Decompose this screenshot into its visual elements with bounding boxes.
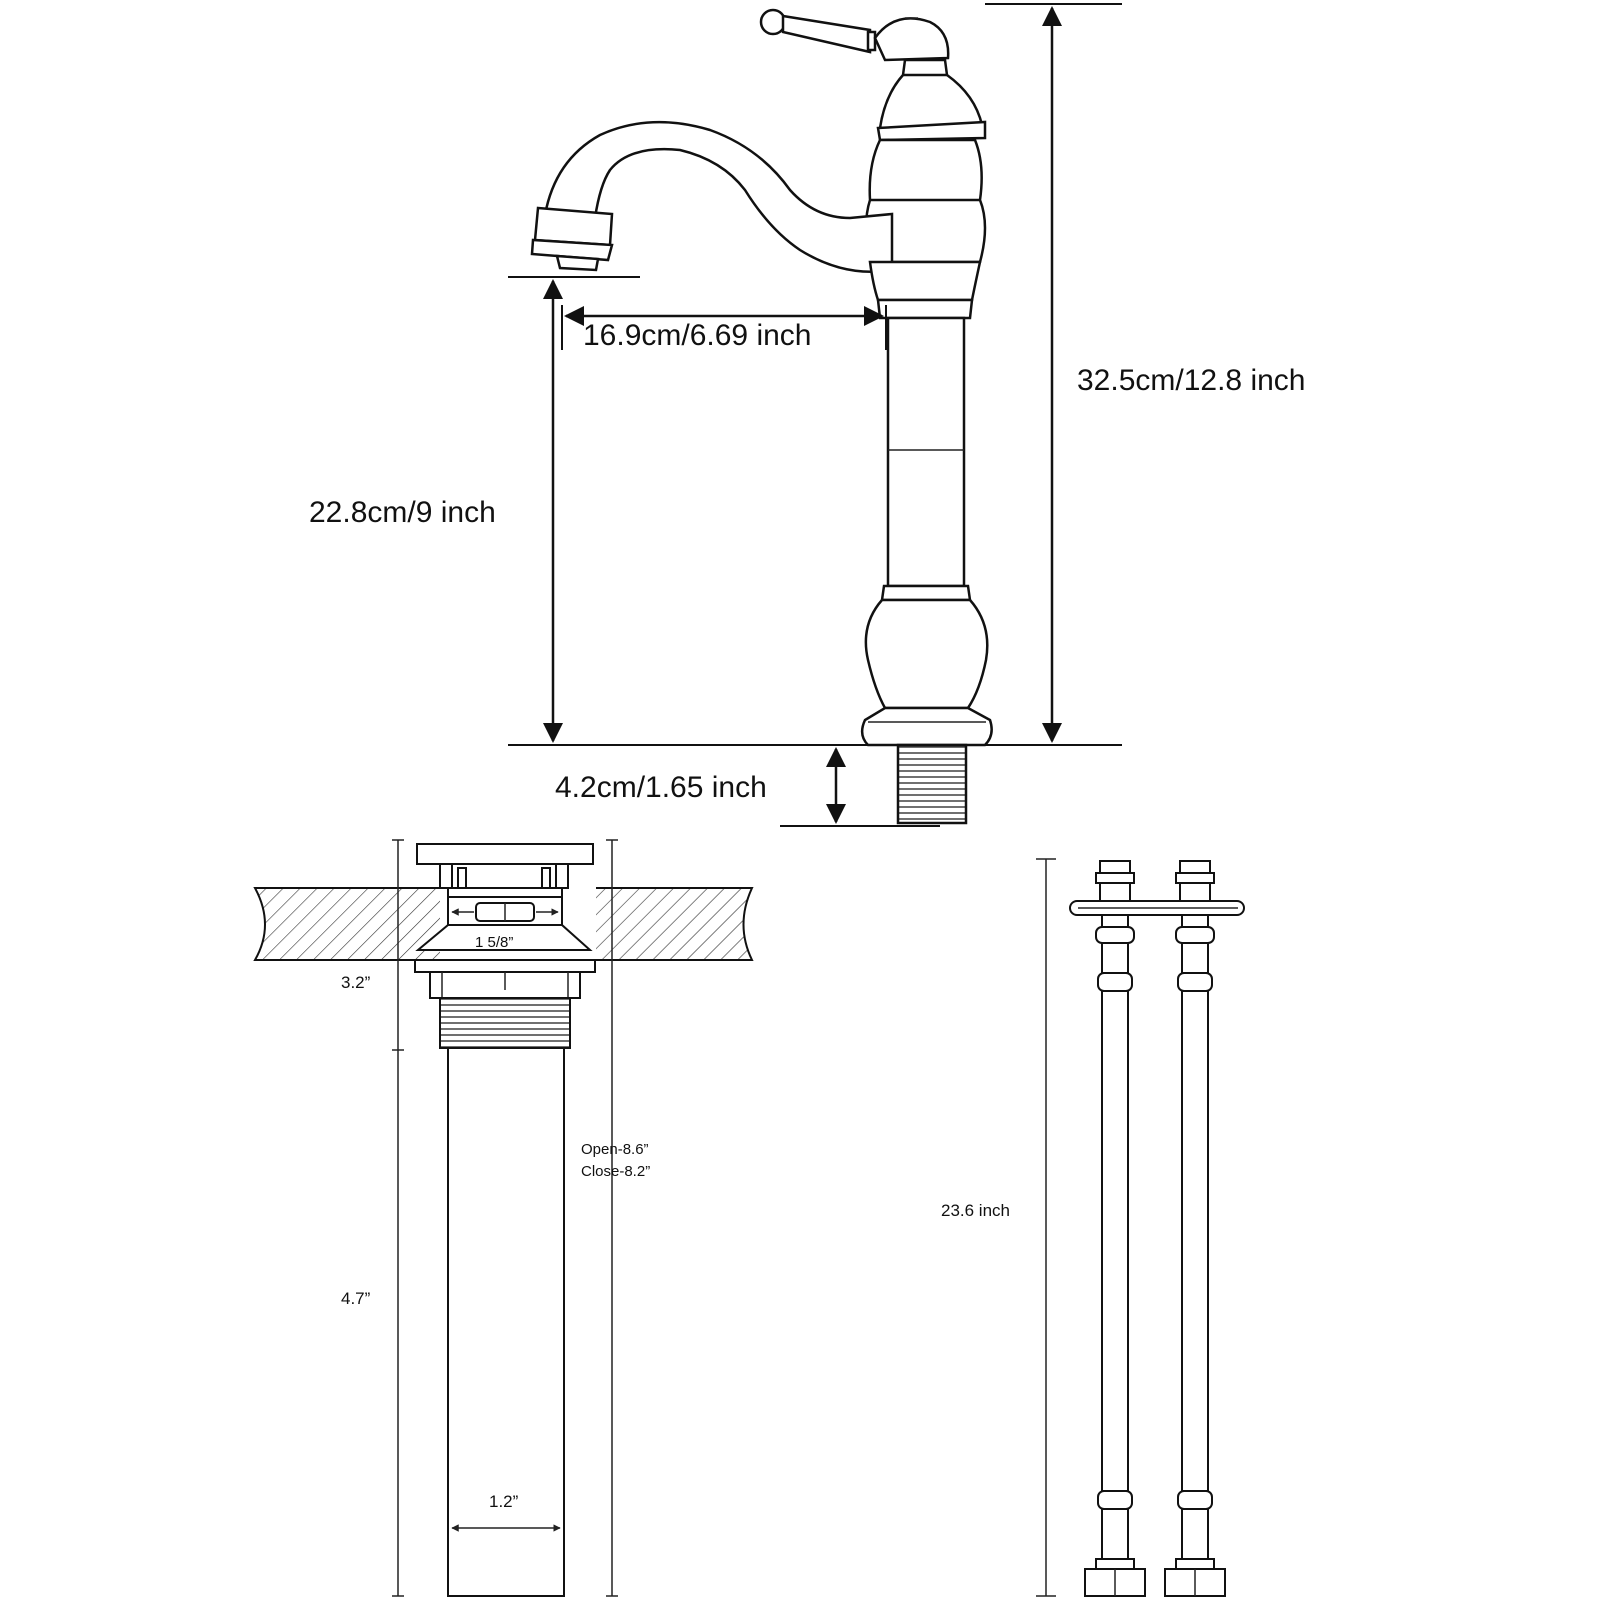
hose-dimensions	[1036, 858, 1056, 1597]
faucet-cap	[878, 58, 984, 130]
opening-diameter-label: 1 5/8”	[475, 934, 513, 951]
drain-drawing	[253, 843, 754, 1597]
hose-right	[1164, 860, 1226, 1597]
faucet-column	[886, 316, 966, 588]
shank-length-label: 4.2cm/1.65 inch	[555, 771, 767, 804]
spout-reach-label: 16.9cm/6.69 inch	[583, 319, 811, 352]
hose-length-label: 23.6 inch	[941, 1201, 1010, 1220]
drain-cap	[416, 843, 594, 865]
open-length-label: Open-8.6”	[581, 1141, 649, 1158]
drain-dimensions	[392, 839, 618, 1597]
hoses-drawing	[1069, 860, 1245, 1597]
hose-left	[1084, 860, 1146, 1597]
faucet-dimensions	[508, 3, 1122, 827]
faucet-drawing	[530, 8, 993, 825]
total-height-label: 32.5cm/12.8 inch	[1077, 364, 1305, 397]
faucet-handle	[759, 8, 950, 62]
pipe-length-label: 4.7”	[341, 1289, 371, 1308]
faucet-threaded-shank	[896, 743, 968, 825]
drain-tail-pipe	[447, 1047, 565, 1597]
pipe-diameter-label: 1.2”	[489, 1492, 519, 1511]
drain-thread	[439, 997, 571, 1049]
drain-flange	[414, 959, 596, 973]
faucet-aerator	[533, 206, 614, 247]
top-section-label: 3.2”	[341, 973, 371, 992]
faucet-base-flange	[860, 706, 993, 747]
faucet-base-bulb	[864, 598, 989, 710]
close-length-label: Close-8.2”	[581, 1163, 650, 1180]
spout-height-label: 22.8cm/9 inch	[309, 496, 496, 529]
